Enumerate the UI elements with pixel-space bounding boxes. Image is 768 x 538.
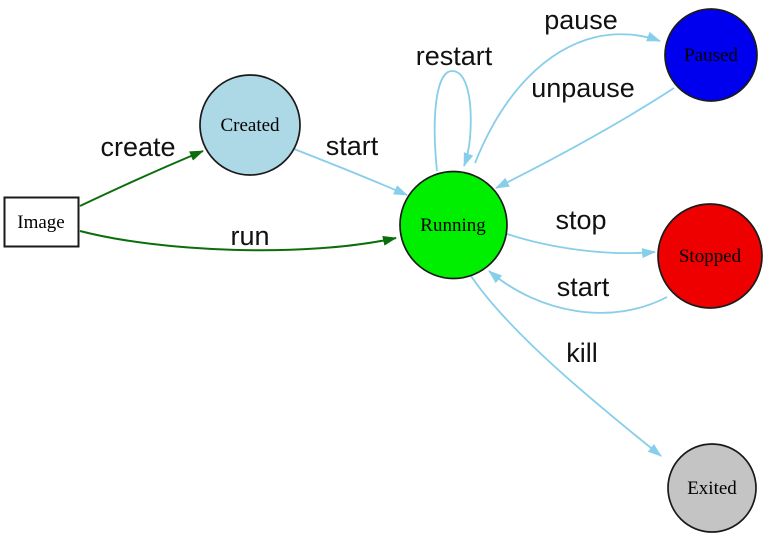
node-label-stopped: Stopped xyxy=(679,246,742,267)
node-exited: Exited xyxy=(667,443,757,533)
edge-label-unpause: unpause xyxy=(531,73,635,103)
image-box-shape xyxy=(3,196,80,248)
node-created: Created xyxy=(199,74,301,176)
nodes-layer: Image Created Running Paused Stopped Exi xyxy=(3,8,763,533)
edge-start-from-stopped-line xyxy=(488,270,668,314)
node-running: Running xyxy=(399,170,508,280)
node-label-created: Created xyxy=(220,115,280,136)
stopped-circle-shape xyxy=(657,203,763,309)
edge-unpause-line xyxy=(495,87,675,189)
node-label-running: Running xyxy=(420,215,486,236)
node-image: Image xyxy=(3,196,80,248)
edge-label-start-from-created: start xyxy=(326,131,379,161)
running-circle-shape xyxy=(399,170,508,280)
edge-label-restart: restart xyxy=(416,41,493,71)
edge-label-pause: pause xyxy=(544,5,618,35)
created-circle-shape xyxy=(199,74,301,176)
edge-labels-layer: create run start restart pause unpause s… xyxy=(100,5,634,368)
edge-stop-line xyxy=(506,233,656,259)
edge-pause-line xyxy=(474,31,661,164)
paused-circle-shape xyxy=(664,8,758,102)
node-label-exited: Exited xyxy=(687,478,737,499)
node-label-image: Image xyxy=(17,212,64,233)
edge-kill-line xyxy=(470,275,662,457)
node-stopped: Stopped xyxy=(657,203,763,309)
edge-create-line xyxy=(79,150,204,207)
node-paused: Paused xyxy=(664,8,758,102)
edge-start-from-created-line xyxy=(293,148,408,196)
edges-layer xyxy=(79,31,675,457)
exited-circle-shape xyxy=(667,443,757,533)
edge-label-start-from-stopped: start xyxy=(557,272,610,302)
edge-run-line xyxy=(79,230,397,252)
edge-label-run: run xyxy=(230,221,269,251)
edge-label-create: create xyxy=(100,132,175,162)
edge-label-stop: stop xyxy=(555,205,606,235)
node-label-paused: Paused xyxy=(684,45,738,66)
edge-label-kill: kill xyxy=(566,338,598,368)
edge-restart-loop-line xyxy=(433,70,474,172)
